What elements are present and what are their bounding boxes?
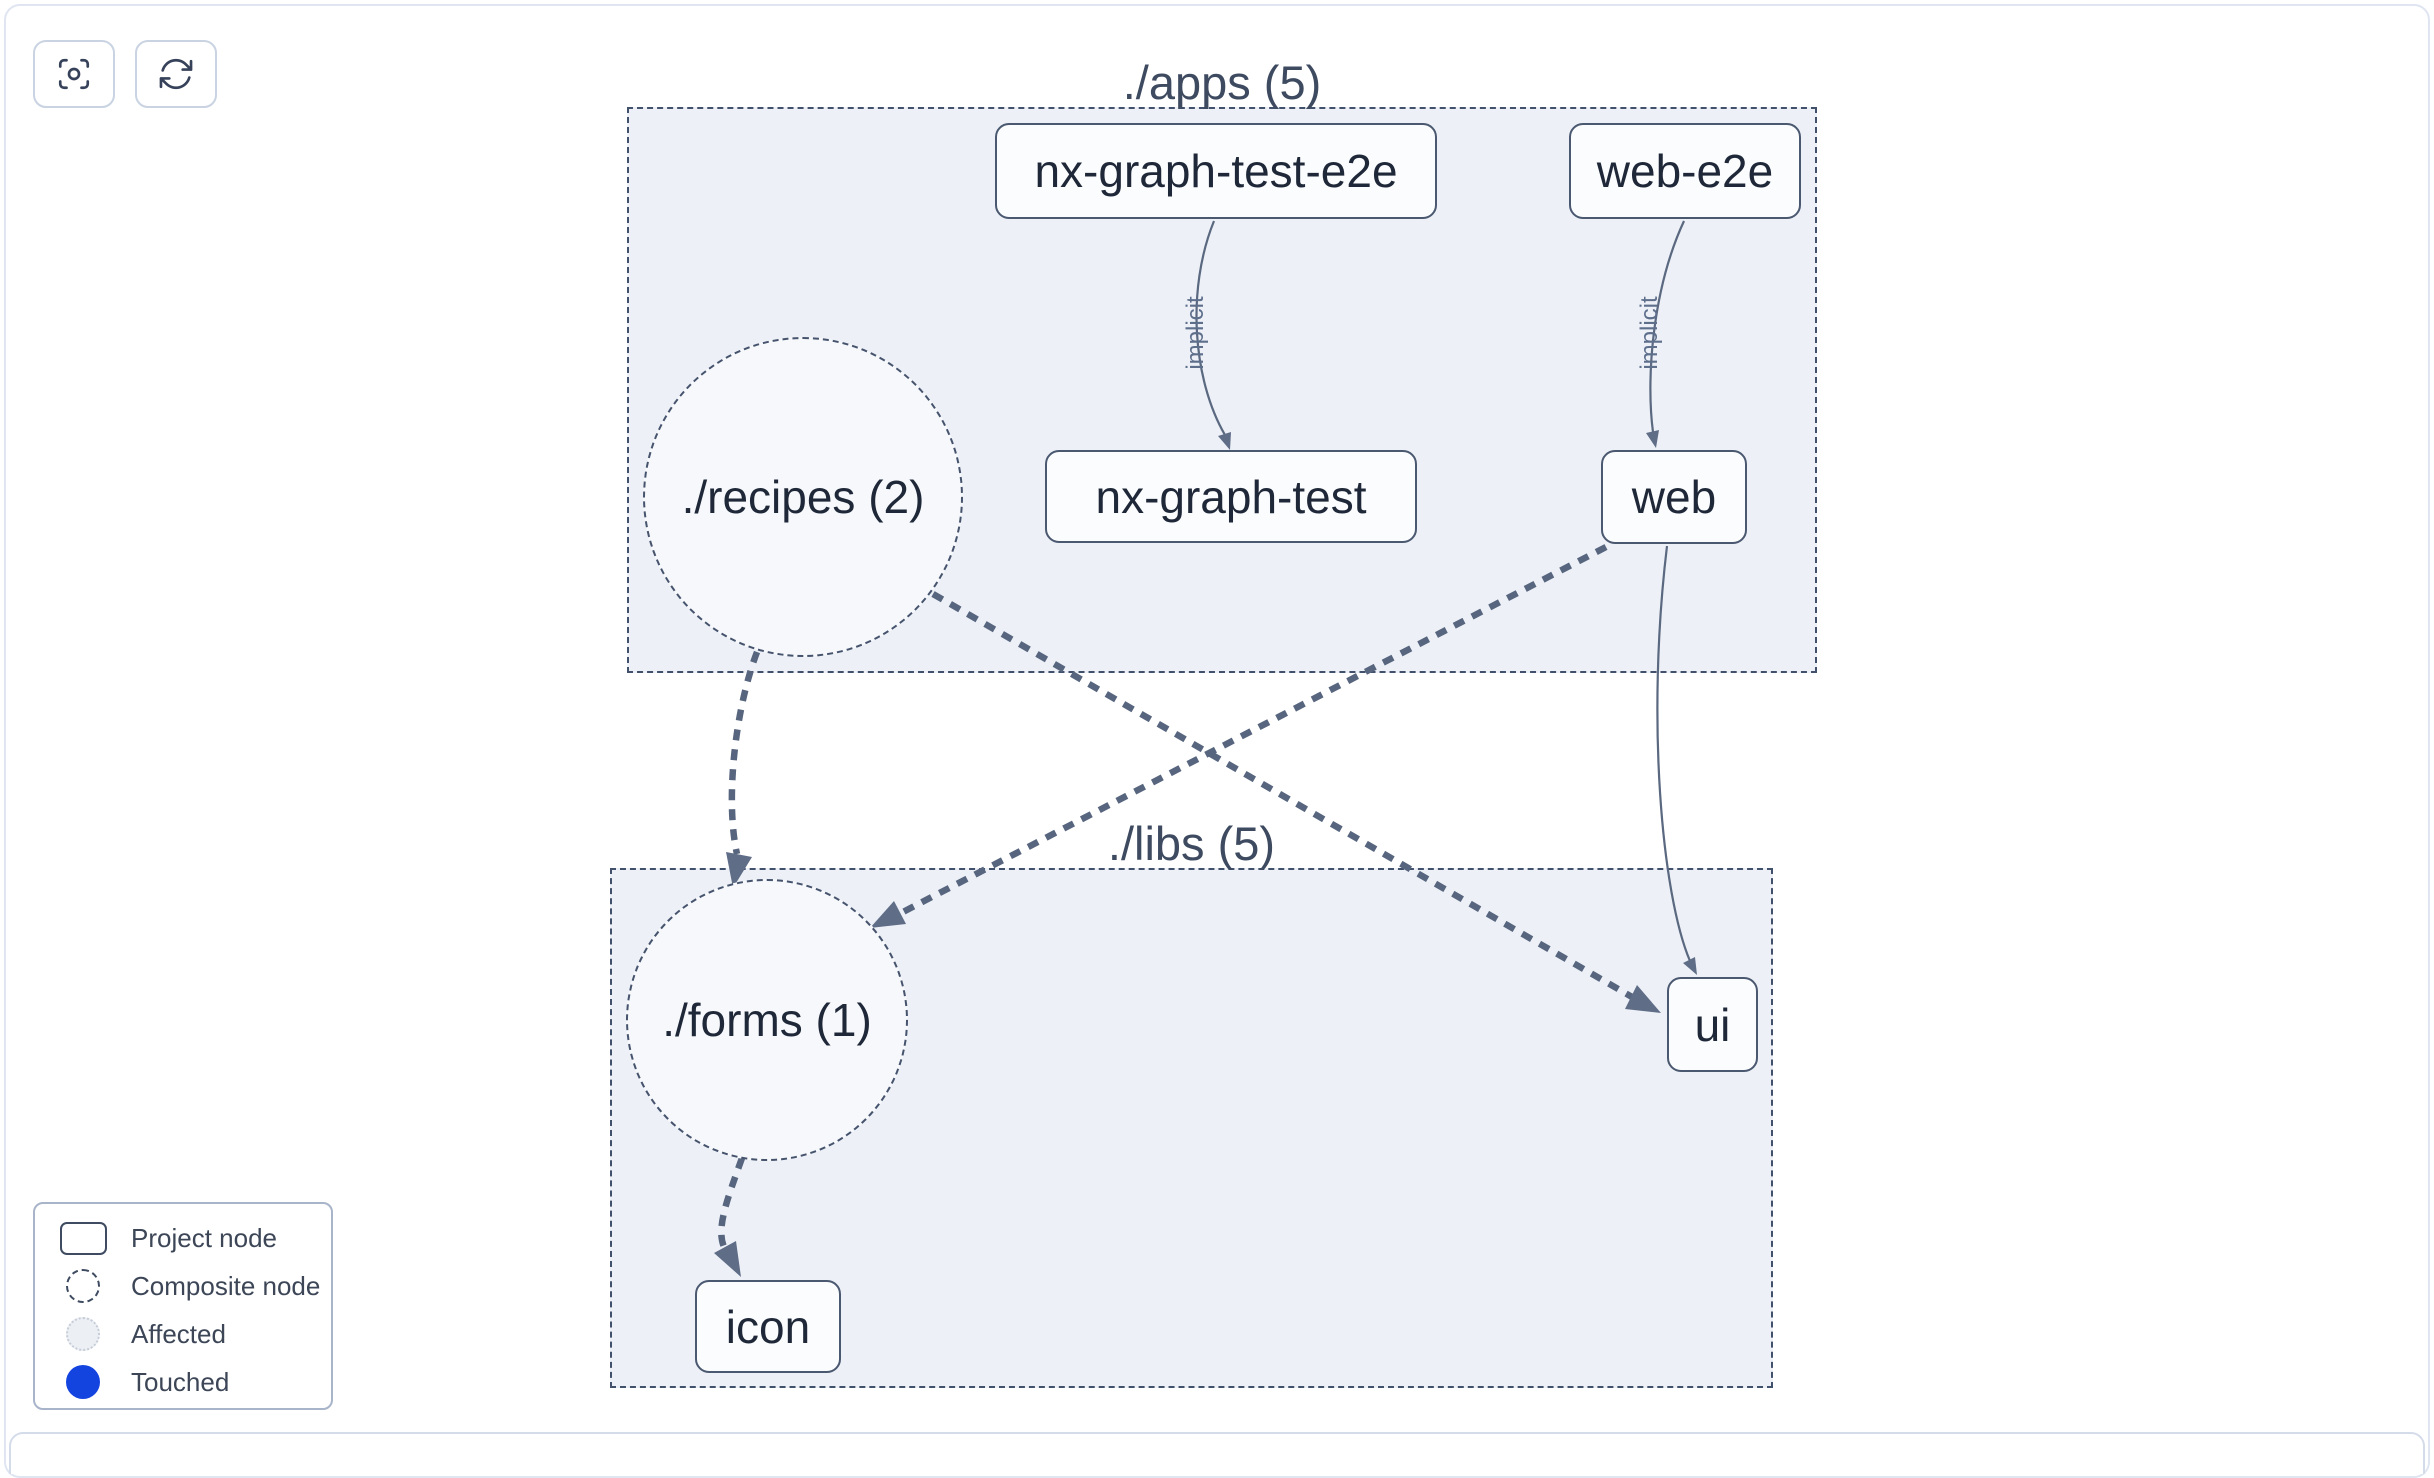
graph-edges (714, 220, 1697, 1277)
edge-label-implicit-1: implicit (1182, 296, 1209, 370)
arrowhead-ui-from-recipes (1625, 985, 1661, 1013)
legend-item-touched: Touched (35, 1358, 331, 1406)
composite-node-forms[interactable]: ./forms (1) (626, 879, 908, 1161)
viewfinder-focus-icon (58, 58, 90, 90)
affected-swatch (66, 1317, 100, 1351)
arrowhead-ui-solid (1683, 957, 1697, 975)
node-nx-graph-test[interactable]: nx-graph-test (1045, 450, 1417, 543)
edge-web-to-forms (899, 544, 1608, 916)
node-web-e2e[interactable]: web-e2e (1569, 123, 1801, 219)
node-ui[interactable]: ui (1667, 977, 1758, 1072)
legend-panel: Project node Composite node Affected Tou… (33, 1202, 333, 1410)
arrowhead-forms-from-recipes (726, 852, 752, 888)
node-web[interactable]: web (1601, 450, 1747, 544)
arrowhead-forms-from-web (870, 901, 906, 928)
legend-label: Composite node (131, 1270, 321, 1301)
arrowhead-web (1646, 430, 1659, 448)
edge-web-e2e-to-web (1649, 220, 1685, 433)
node-icon[interactable]: icon (695, 1280, 841, 1373)
edge-forms-to-icon (718, 1156, 746, 1249)
node-nx-graph-test-e2e[interactable]: nx-graph-test-e2e (995, 123, 1437, 219)
project-node-swatch (59, 1221, 107, 1255)
legend-label: Project node (131, 1222, 277, 1253)
edge-nx-graph-test-e2e-to-nx-graph-test (1195, 220, 1226, 436)
composite-node-recipes[interactable]: ./recipes (2) (643, 337, 963, 657)
legend-label: Touched (131, 1366, 230, 1397)
arrowhead-nx-graph-test (1218, 432, 1231, 450)
composite-node-swatch (66, 1269, 100, 1303)
refresh-arrows-icon (159, 58, 193, 90)
legend-item-project-node: Project node (35, 1214, 331, 1262)
edge-recipes-to-ui (931, 591, 1634, 1000)
legend-item-composite-node: Composite node (35, 1262, 331, 1310)
legend-label: Affected (131, 1318, 226, 1349)
cluster-libs-title: ./libs (5) (1107, 817, 1276, 870)
arrowhead-icon (714, 1241, 741, 1277)
touched-swatch (66, 1365, 100, 1399)
edge-web-to-ui-solid (1656, 545, 1692, 962)
edge-label-implicit-2: implicit (1636, 296, 1663, 370)
cluster-apps-title: ./apps (5) (1122, 56, 1322, 109)
graph-toolbar (33, 40, 217, 108)
edge-recipes-to-forms (728, 650, 761, 855)
refresh-graph-button[interactable] (135, 40, 217, 108)
legend-item-affected: Affected (35, 1310, 331, 1358)
center-graph-button[interactable] (33, 40, 115, 108)
